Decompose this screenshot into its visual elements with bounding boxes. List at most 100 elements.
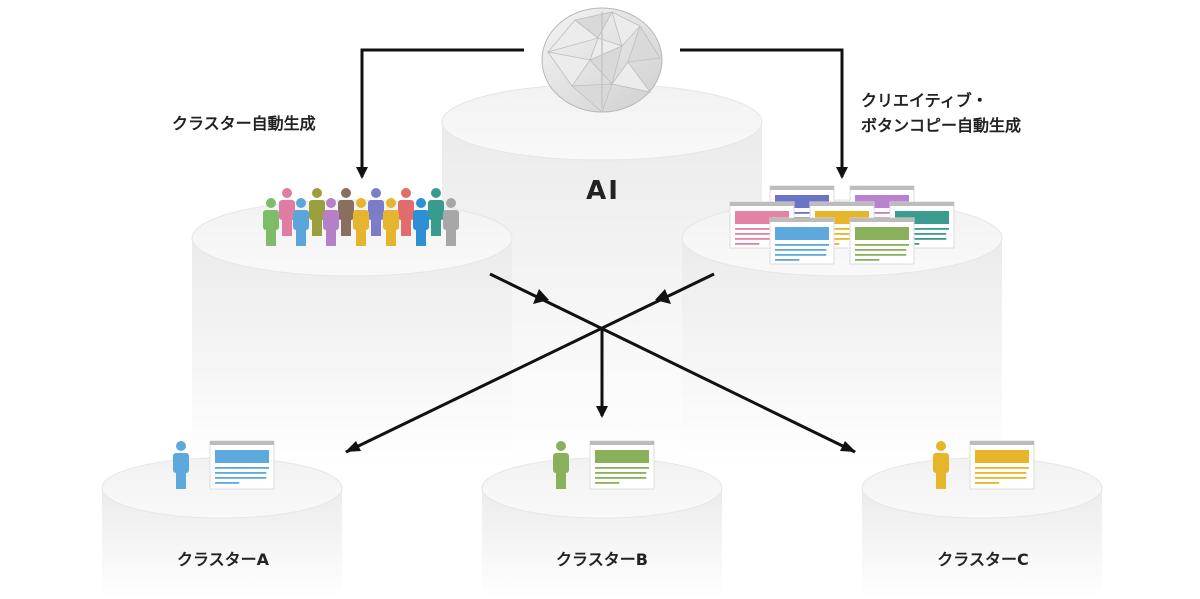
creative-window-text-line — [775, 259, 800, 261]
arrow-mid-head-left — [533, 289, 549, 304]
crowd-person — [263, 198, 279, 246]
cluster-c-person-icon-torso — [933, 453, 949, 473]
cluster-b-person-icon-head — [556, 441, 566, 451]
brain-facet — [547, 51, 591, 87]
ai-label: AI — [586, 176, 620, 206]
crowd-person-head — [296, 198, 306, 208]
cluster-b-label: クラスターB — [556, 550, 648, 569]
creative-generation-label: クリエイティブ・ ボタンコピー自動生成 — [861, 88, 1021, 138]
creative-window-text-line — [895, 228, 949, 230]
crowd-person-legs — [446, 226, 456, 246]
creative-window-banner — [775, 227, 829, 240]
crowd-person-torso — [383, 210, 399, 230]
cluster-c-label: クラスターC — [937, 550, 1029, 569]
cluster-c-window-icon-text-line — [975, 472, 1027, 474]
browser-window-icon — [729, 185, 955, 265]
crowd-person-torso — [398, 200, 414, 220]
cluster-c-person-icon-head — [936, 441, 946, 451]
creative-window-text-line — [855, 254, 907, 256]
creative-generation-label-line-2: ボタンコピー自動生成 — [861, 116, 1022, 135]
cluster-b-window-icon-frame — [589, 440, 655, 490]
cluster-c-person-icon-legs — [936, 469, 946, 489]
cluster-c-window-icon-banner — [975, 450, 1029, 463]
flow-arrows — [345, 48, 856, 454]
creative-window-text-line — [775, 244, 829, 246]
creative-window-titlebar — [850, 218, 914, 222]
cluster-c-window-icon-titlebar — [970, 441, 1034, 445]
crowd-person — [428, 188, 444, 236]
creative-window-banner — [855, 227, 909, 240]
crowd-person-legs — [401, 216, 411, 236]
people-icon — [263, 188, 459, 246]
cluster-b-window-icon-titlebar — [590, 441, 654, 445]
crowd-person — [368, 188, 384, 236]
crowd-person-torso — [338, 200, 354, 220]
cluster-b-pedestal-side — [482, 488, 722, 599]
cluster-icons — [173, 440, 1035, 490]
cluster-a-window-icon-text-line — [215, 472, 267, 474]
creative-window-frame — [769, 217, 835, 265]
cluster-b-window-icon-text-line — [595, 477, 647, 479]
crowd-person-head — [341, 188, 351, 198]
crowd-person-torso — [263, 210, 279, 230]
brain-facet — [611, 11, 641, 47]
arrow-creatives-to-cluster-a — [345, 272, 715, 454]
crowd-person-torso — [293, 210, 309, 230]
crowd-person-legs — [296, 226, 306, 246]
cluster-a-person-icon — [173, 441, 189, 489]
cluster-a-person-icon-legs — [176, 469, 186, 489]
crowd-person-legs — [266, 226, 276, 246]
crowd-person-head — [416, 198, 426, 208]
creative-generation-label-line-1: クリエイティブ・ — [861, 91, 988, 110]
crowd-person-head — [371, 188, 381, 198]
creative-window-frame — [849, 217, 915, 265]
brain-facet — [611, 61, 651, 93]
creative-window-text-line — [895, 238, 947, 240]
brain-icon — [541, 7, 663, 113]
creative-window-text-line — [735, 243, 760, 245]
crowd-person-legs — [386, 226, 396, 246]
creative-window-text-line — [735, 238, 787, 240]
cluster-a-window-icon-banner — [215, 450, 269, 463]
crowd-person-head — [312, 188, 322, 198]
creative-window-text-line — [855, 249, 907, 251]
cluster-c-pedestal-side — [862, 488, 1102, 599]
creative-window-titlebar — [810, 202, 874, 206]
crowd-person-head — [282, 188, 292, 198]
creative-window-titlebar — [730, 202, 794, 206]
cluster-a-window-icon-frame — [209, 440, 275, 490]
crowd-person — [413, 198, 429, 246]
cluster-b-window-icon-banner — [595, 450, 649, 463]
creative-window-titlebar — [850, 186, 914, 190]
creative-window-text-line — [855, 212, 909, 214]
crowd-person — [309, 188, 325, 236]
crowd-person-legs — [416, 226, 426, 246]
cluster-a-label: クラスターA — [176, 550, 270, 569]
crowd-person-torso — [353, 210, 369, 230]
brain-facet — [589, 37, 624, 61]
creative-window-text-line — [855, 259, 880, 261]
crowd-person — [338, 188, 354, 236]
creative-window-text-line — [815, 238, 867, 240]
crowd-person — [293, 198, 309, 246]
crowd-person — [353, 198, 369, 246]
crowd-person-torso — [323, 210, 339, 230]
cluster-b-window-icon-text-line — [595, 467, 649, 469]
cluster-a-person-icon-head — [176, 441, 186, 451]
crowd-person-torso — [428, 200, 444, 220]
arrow-crowd-to-cluster-c — [489, 272, 856, 454]
cluster-b-window-icon-text-line — [595, 482, 620, 484]
creative-window-text-line — [735, 228, 789, 230]
crowd-person-legs — [356, 226, 366, 246]
crowd-person-head — [326, 198, 336, 208]
crowd-person — [323, 198, 339, 246]
creative-window-text-line — [775, 254, 827, 256]
crowd-person-head — [431, 188, 441, 198]
creative-window-text-line — [855, 244, 909, 246]
crowd-person-torso — [279, 200, 295, 220]
cluster-a-window-icon-text-line — [215, 477, 267, 479]
crowd-person-legs — [282, 216, 292, 236]
cluster-a-pedestal-side — [102, 488, 342, 599]
cluster-a-window-icon-text-line — [215, 482, 240, 484]
crowd-person-legs — [431, 216, 441, 236]
